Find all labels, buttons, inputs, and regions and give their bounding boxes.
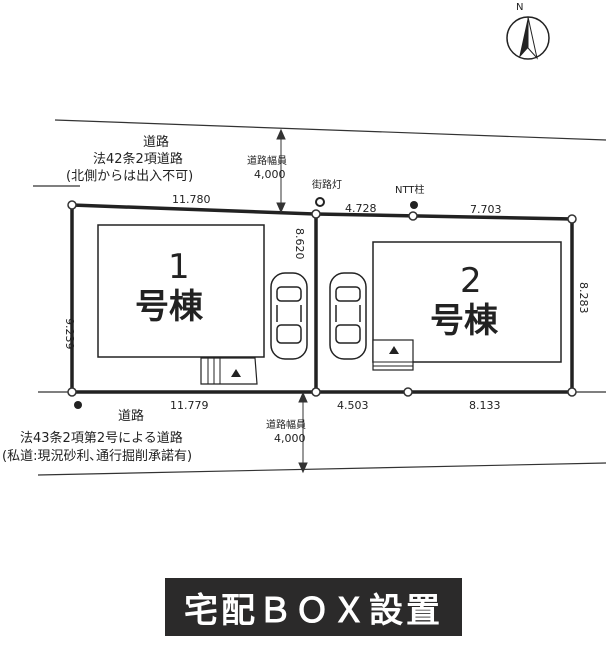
dim-lot1-bottom: 11.779: [170, 399, 209, 412]
road-south-note: (私道:現況砂利､通行掘削承諾有): [2, 448, 192, 464]
road-width-arrow-north: [276, 128, 286, 214]
boundary-marker-half-icon: [74, 401, 82, 409]
streetlight-icon: [315, 197, 325, 207]
dim-divider: 8.620: [293, 228, 306, 260]
car-icon: [329, 272, 367, 360]
road-south-outer-line: [37, 462, 606, 476]
dim-lot2-bottom-a: 4.503: [337, 399, 369, 412]
road-north-outer-line: [54, 119, 606, 141]
north-arrow-icon: [506, 16, 550, 60]
lot-2-boundary: [315, 212, 574, 394]
car-icon: [270, 272, 308, 360]
ntt-pole-icon: [410, 201, 418, 209]
building-1-entry-triangle-icon: [231, 369, 241, 377]
building-1-label: 号棟: [135, 287, 204, 327]
building-1-entrance: [200, 357, 258, 385]
dim-lot2-bottom-b: 8.133: [469, 399, 501, 412]
road-south-width-value: 4,000: [274, 432, 306, 445]
dim-lot1-left: 9.239: [63, 318, 76, 350]
boundary-markers: [67, 200, 577, 397]
building-2-label: 号棟: [430, 301, 499, 341]
building-2-number: 2: [460, 261, 482, 301]
dim-lot2-right: 8.283: [577, 282, 590, 314]
road-north-width-label: 道路幅員: [247, 154, 287, 167]
delivery-box-banner: 宅配ＢＯＸ設置: [165, 578, 462, 636]
road-north-type: 法42条2項道路: [93, 151, 183, 167]
building-1-number: 1: [168, 247, 190, 287]
north-label: N: [516, 2, 523, 13]
road-south-type: 法43条2項第2号による道路: [20, 430, 183, 446]
road-south-width-label: 道路幅員: [266, 418, 306, 431]
road-north-name: 道路: [143, 134, 169, 150]
building-1-footprint: [97, 224, 265, 358]
dim-lot2-top-b: 7.703: [470, 203, 502, 216]
ntt-pole-label: NTT柱: [395, 183, 425, 196]
road-south-name: 道路: [118, 408, 144, 424]
road-north-width-value: 4,000: [254, 168, 286, 181]
dim-lot1-top: 11.780: [172, 193, 211, 206]
road-north-note: (北側からは出入不可): [66, 169, 193, 184]
streetlight-label: 街路灯: [312, 178, 342, 191]
road-width-arrow-south: [298, 391, 308, 474]
building-2-entrance: [372, 339, 414, 371]
building-2-entry-triangle-icon: [389, 346, 399, 354]
dim-lot2-top-a: 4.728: [345, 202, 377, 215]
